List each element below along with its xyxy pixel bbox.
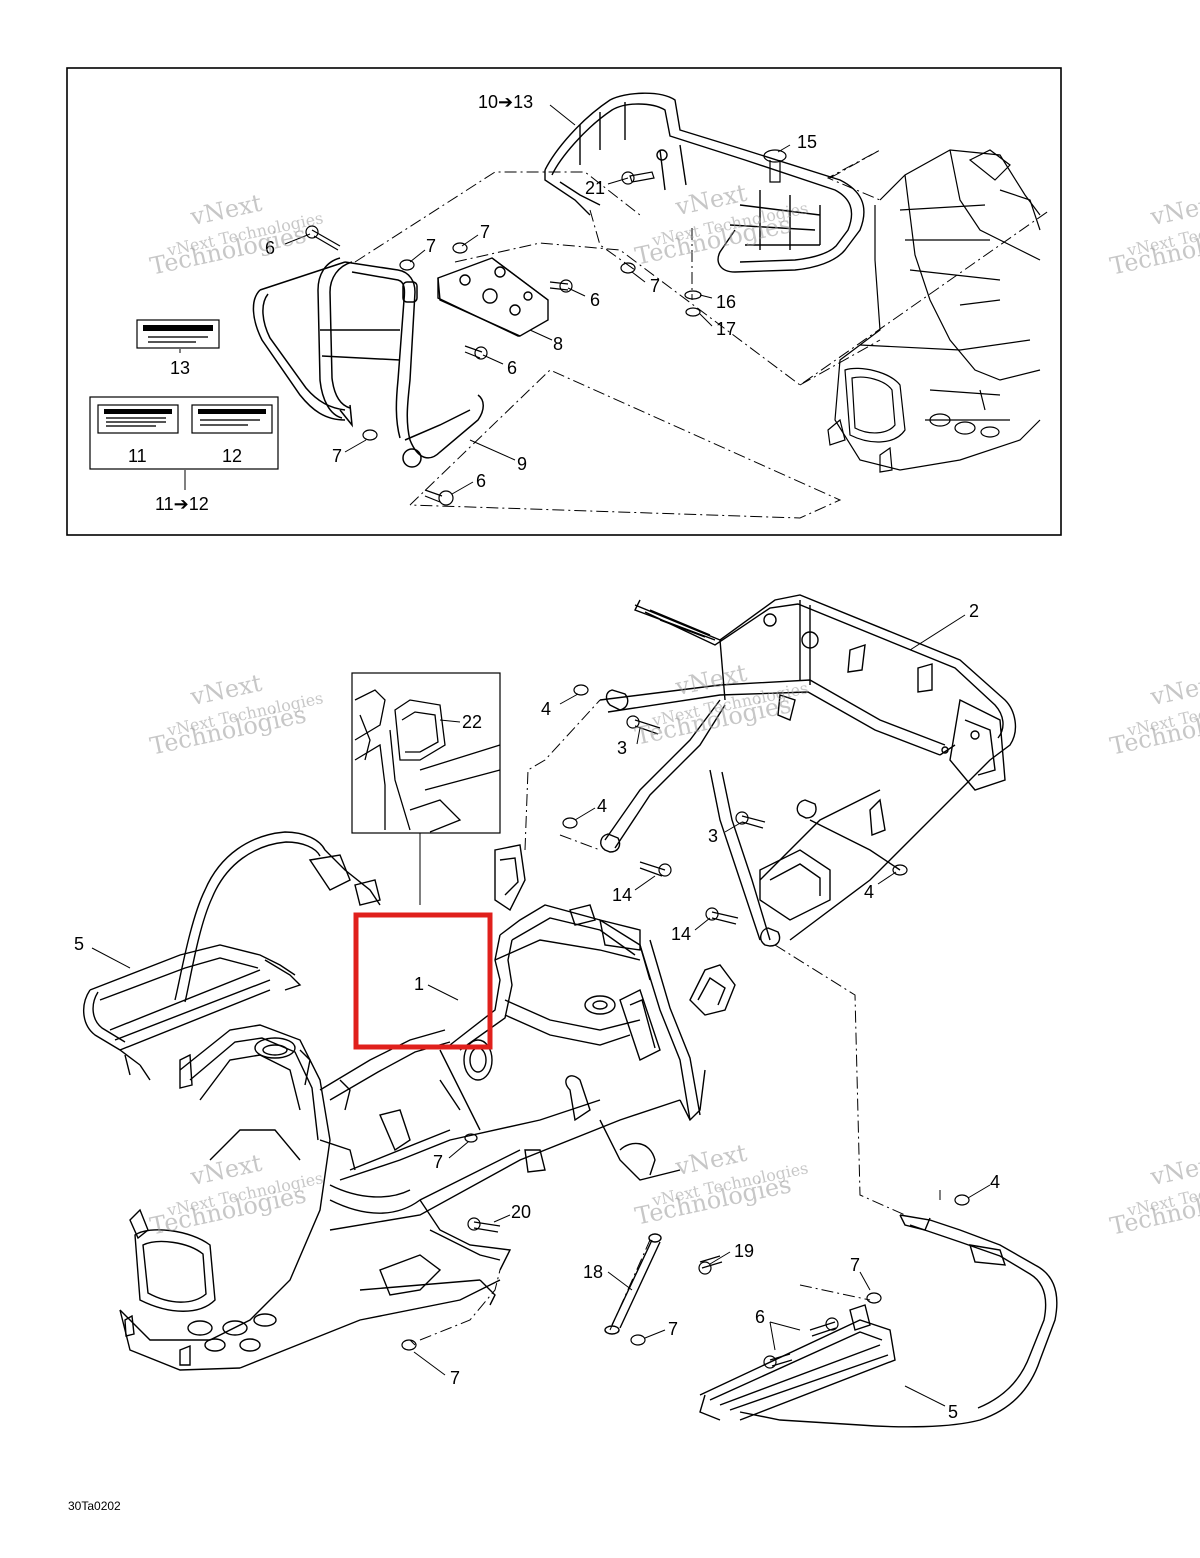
top-fasteners — [305, 149, 787, 506]
callout-22: 22 — [462, 712, 482, 732]
rear-frame — [599, 594, 1017, 947]
watermark-6: vNext vNext Technologies Technologies — [1108, 669, 1200, 761]
callout-7-top-a: 7 — [426, 236, 436, 256]
watermark-9: vNext vNext Technologies Technologies — [1108, 1149, 1200, 1241]
decal-group-box — [89, 396, 279, 470]
callout-1: 1 — [414, 974, 424, 994]
callout-4-c: 4 — [864, 882, 874, 902]
callout-3-b: 3 — [708, 826, 718, 846]
callout-6-top-a: 6 — [265, 238, 275, 258]
watermark-3: vNext vNext Technologies Technologies — [1108, 189, 1200, 281]
decal-13 — [136, 319, 220, 349]
callout-6-top-b: 6 — [590, 290, 600, 310]
svg-text:vNext: vNext — [1147, 669, 1200, 712]
callout-4-a: 4 — [541, 699, 551, 719]
watermark-1: vNext vNext Technologies Technologies — [148, 189, 325, 281]
callout-6-bottom: 6 — [755, 1307, 765, 1327]
figure-reference: 30Ta0202 — [68, 1499, 121, 1513]
callout-7-top-b: 7 — [480, 222, 490, 242]
bottom-panel: 2 22 4 3 4 3 14 4 14 5 1 7 20 4 19 18 7 … — [74, 594, 1058, 1428]
callout-14-a: 14 — [612, 885, 632, 905]
callout-4-b: 4 — [597, 796, 607, 816]
top-leaders — [179, 104, 791, 495]
callout-19: 19 — [734, 1241, 754, 1261]
callout-7-b-d: 7 — [850, 1255, 860, 1275]
front-bumper — [252, 257, 484, 468]
callout-11-12: 11➔12 — [155, 494, 209, 514]
callout-7-top-c: 7 — [650, 276, 660, 296]
callout-12: 12 — [222, 446, 242, 466]
callout-6-top-c: 6 — [507, 358, 517, 378]
bottom-leaders — [91, 614, 991, 1407]
front-frame-top — [827, 149, 1041, 473]
top-panel-border — [66, 67, 1062, 536]
callout-5-a: 5 — [74, 934, 84, 954]
callout-17: 17 — [716, 319, 736, 339]
brace-rod — [604, 1233, 662, 1335]
watermark-7: vNext vNext Technologies Technologies — [148, 1149, 325, 1241]
inset-detail — [351, 672, 501, 905]
callout-18: 18 — [583, 1262, 603, 1282]
left-footrest — [83, 831, 381, 1081]
callout-6-top-d: 6 — [476, 471, 486, 491]
callout-13: 13 — [170, 358, 190, 378]
right-footrest — [699, 1214, 1058, 1428]
callout-2: 2 — [969, 601, 979, 621]
callout-20: 20 — [511, 1202, 531, 1222]
callout-21: 21 — [585, 178, 605, 198]
watermark-4: vNext vNext Technologies Technologies — [148, 669, 325, 761]
svg-text:vNext: vNext — [1147, 189, 1200, 232]
decal-11 — [97, 404, 179, 434]
watermark-8: vNext vNext Technologies Technologies — [633, 1139, 810, 1231]
callout-4-d: 4 — [990, 1172, 1000, 1192]
callout-7-b-c: 7 — [450, 1368, 460, 1388]
bottom-fasteners — [401, 684, 970, 1369]
callout-9: 9 — [517, 454, 527, 474]
callout-7-b-a: 7 — [433, 1152, 443, 1172]
main-frame — [119, 844, 736, 1371]
bottom-callouts: 2 22 4 3 4 3 14 4 14 5 1 7 20 4 19 18 7 … — [74, 601, 1000, 1422]
callout-8: 8 — [553, 334, 563, 354]
watermarks: vNext vNext Technologies Technologies vN… — [148, 179, 1200, 1241]
callout-3-a: 3 — [617, 738, 627, 758]
callout-16: 16 — [716, 292, 736, 312]
callout-14-b: 14 — [671, 924, 691, 944]
callout-7-top-d: 7 — [332, 446, 342, 466]
top-callouts: 10➔13 15 21 6 7 7 6 7 16 17 8 6 13 9 7 6… — [128, 92, 817, 514]
decal-12 — [191, 404, 273, 434]
callout-15: 15 — [797, 132, 817, 152]
callout-11: 11 — [128, 446, 147, 466]
callout-5-b: 5 — [948, 1402, 958, 1422]
highlight-box-part-1 — [353, 912, 493, 1050]
callout-10-13: 10➔13 — [478, 92, 533, 112]
callout-7-b-b: 7 — [668, 1319, 678, 1339]
watermark-5: vNext vNext Technologies Technologies — [633, 659, 810, 751]
rear-rack — [544, 92, 865, 273]
top-panel: 10➔13 15 21 6 7 7 6 7 16 17 8 6 13 9 7 6… — [66, 67, 1062, 536]
svg-text:vNext: vNext — [1147, 1149, 1200, 1192]
front-bracket — [437, 257, 549, 337]
